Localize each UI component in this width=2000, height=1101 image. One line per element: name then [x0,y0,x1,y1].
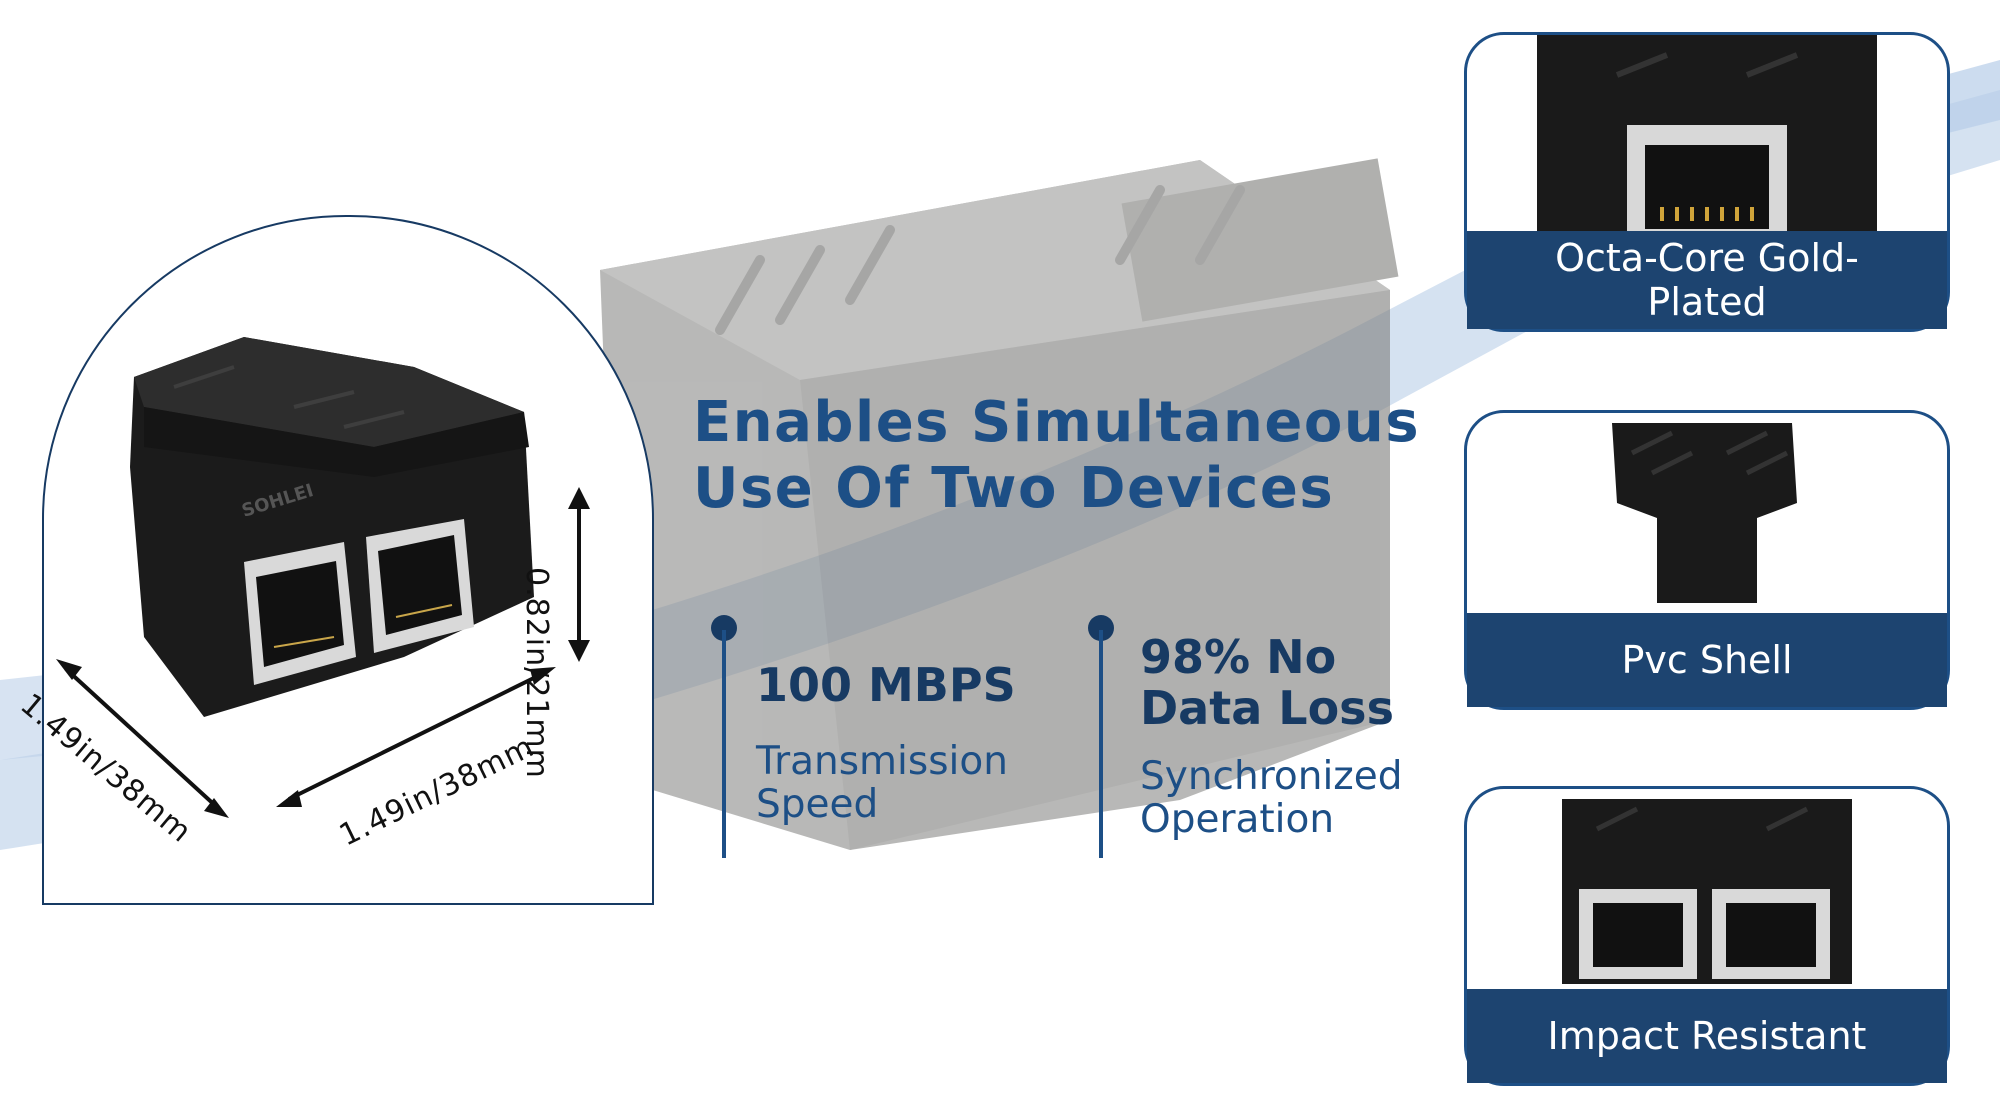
stat-2-title: 98% No Data Loss [1140,632,1394,734]
stat-2-title-line-1: 98% No [1140,630,1337,684]
feature-label-pvc-shell: Pvc Shell [1467,613,1947,707]
feature-card-impact-resistant: Impact Resistant [1464,786,1950,1086]
headline-line-1: Enables Simultaneous [693,390,1421,455]
connector-dimension-illustration: SOHLEI [56,337,590,818]
dimension-card: SOHLEI 0.82in/21mm 1.49in/38mm 1.49in/38… [14,215,654,905]
splitter-top-view-image [1612,423,1797,603]
feature-card-pvc-shell: Pvc Shell [1464,410,1950,710]
feature-label-gold-plated-line-1: Octa-Core Gold- [1555,236,1859,280]
stat-2-line [1099,630,1103,858]
stat-2-subtitle: Synchronized Operation [1140,755,1403,841]
rj45-port-closeup-image [1537,35,1877,245]
stat-1-line [722,630,726,858]
dual-port-front-image [1562,799,1852,984]
stat-2-subtitle-line-2: Operation [1140,797,1335,842]
stat-2-title-line-2: Data Loss [1140,681,1394,735]
feature-label-gold-plated-line-2: Plated [1647,280,1767,324]
stat-1-subtitle: Transmission Speed [756,740,1008,826]
stat-1-title: 100 MBPS [756,658,1016,712]
feature-label-impact-resistant: Impact Resistant [1467,989,1947,1083]
headline-line-2: Use Of Two Devices [693,456,1335,521]
stat-1-subtitle-line-2: Speed [756,782,879,827]
stat-2-subtitle-line-1: Synchronized [1140,754,1403,799]
feature-label-gold-plated: Octa-Core Gold- Plated [1467,231,1947,329]
feature-card-gold-plated: Octa-Core Gold- Plated [1464,32,1950,332]
stat-1-subtitle-line-1: Transmission [756,739,1008,784]
headline: Enables Simultaneous Use Of Two Devices [693,390,1453,522]
